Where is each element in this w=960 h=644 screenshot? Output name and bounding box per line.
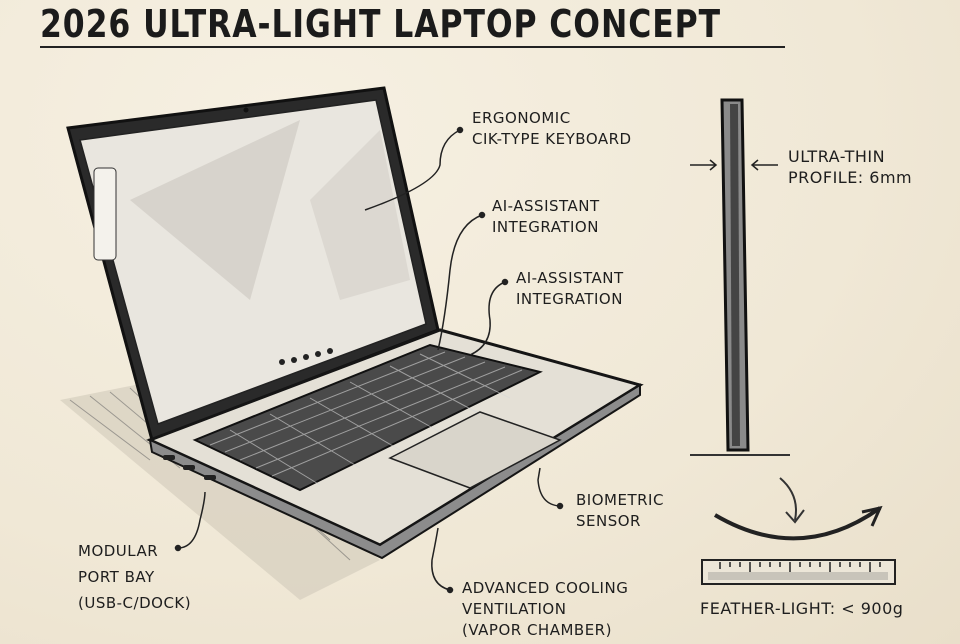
callout-biometric-line2: SENSOR	[576, 512, 641, 530]
title-underline	[40, 46, 785, 48]
callout-thin-profile: ULTRA-THIN PROFILE: 6mm	[788, 146, 912, 188]
callout-profile-line2: PROFILE: 6mm	[788, 168, 913, 187]
callout-profile-line1: ULTRA-THIN	[788, 147, 886, 166]
callout-ai-assistant-1: AI-ASSISTANT INTEGRATION	[492, 196, 600, 238]
callout-ai-1-line1: AI-ASSISTANT	[492, 197, 600, 215]
callout-ports-line2: PORT BAY	[78, 568, 155, 586]
page-title: 2026 ULTRA-LIGHT LAPTOP CONCEPT	[40, 2, 721, 46]
callout-ports-line1: MODULAR	[78, 542, 159, 560]
callout-leaders	[174, 126, 564, 594]
callout-weight: FEATHER-LIGHT: < 900g	[700, 598, 903, 619]
callout-ports-line3: (USB-C/DOCK)	[78, 594, 192, 612]
callout-ai-2-line2: INTEGRATION	[516, 290, 623, 308]
callout-cooling-line1: ADVANCED COOLING	[462, 579, 629, 597]
callout-ai-1-line2: INTEGRATION	[492, 218, 599, 236]
laptop-lid	[66, 86, 440, 442]
callout-cooling: ADVANCED COOLING VENTILATION (VAPOR CHAM…	[462, 578, 628, 641]
callout-cooling-line2: VENTILATION	[462, 600, 567, 618]
callout-keyboard: ERGONOMIC CIK-TYPE KEYBOARD	[472, 108, 632, 150]
side-profile	[690, 98, 790, 456]
callout-keyboard-line2: CIK-TYPE KEYBOARD	[472, 130, 632, 148]
callout-port-bay: MODULAR PORT BAY (USB-C/DOCK)	[78, 538, 191, 616]
callout-keyboard-line1: ERGONOMIC	[472, 109, 571, 127]
callout-biometric-sensor: BIOMETRIC SENSOR	[576, 490, 664, 532]
laptop-base	[146, 328, 644, 560]
weight-illustration	[701, 477, 896, 585]
callout-cooling-line3: (VAPOR CHAMBER)	[462, 621, 612, 639]
callout-ai-assistant-2: AI-ASSISTANT INTEGRATION	[516, 268, 624, 310]
callout-weight-line1: FEATHER-LIGHT: < 900g	[700, 599, 904, 618]
callout-ai-2-line1: AI-ASSISTANT	[516, 269, 624, 287]
callout-biometric-line1: BIOMETRIC	[576, 491, 664, 509]
